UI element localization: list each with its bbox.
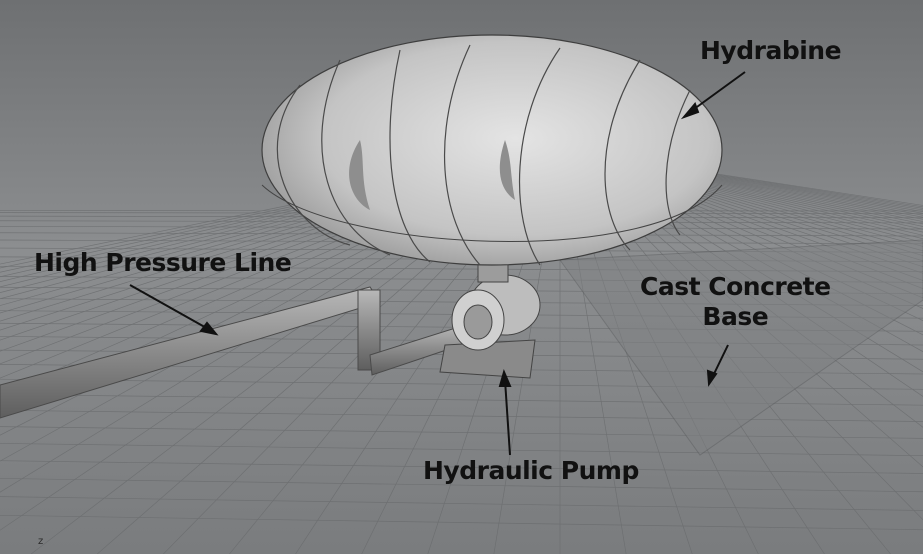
grid-line	[0, 443, 923, 457]
label-cast-concrete-base-line2: Base	[702, 302, 769, 331]
axis-indicator-z: z	[38, 536, 44, 547]
label-cast-concrete-base: Cast Concrete Base	[640, 272, 831, 332]
annotation-arrows	[129, 71, 746, 456]
label-cast-concrete-base-line1: Cast Concrete	[640, 272, 831, 301]
label-high-pressure-line: High Pressure Line	[34, 248, 292, 277]
grid-line	[0, 149, 561, 273]
grid-line	[559, 149, 923, 220]
hydrabine-turbine	[261, 34, 723, 266]
grid-line	[0, 149, 561, 282]
grid-line	[559, 149, 923, 222]
grid-line	[0, 409, 923, 422]
high-pressure-line	[0, 286, 471, 419]
label-hydrabine: Hydrabine	[700, 36, 842, 65]
grid-line	[0, 496, 923, 511]
cast-concrete-base	[559, 239, 923, 456]
grid-line	[0, 149, 561, 278]
grid-line	[0, 149, 561, 265]
grid-line	[0, 478, 923, 493]
grid-line	[0, 149, 561, 288]
grid-line	[0, 514, 923, 531]
hydraulic-pump	[439, 261, 541, 379]
grid-line	[0, 460, 923, 474]
label-hydraulic-pump: Hydraulic Pump	[423, 456, 639, 485]
grid-line	[0, 149, 561, 269]
grid-line	[0, 426, 923, 439]
grid-line	[559, 149, 923, 225]
grid-line	[0, 149, 561, 293]
